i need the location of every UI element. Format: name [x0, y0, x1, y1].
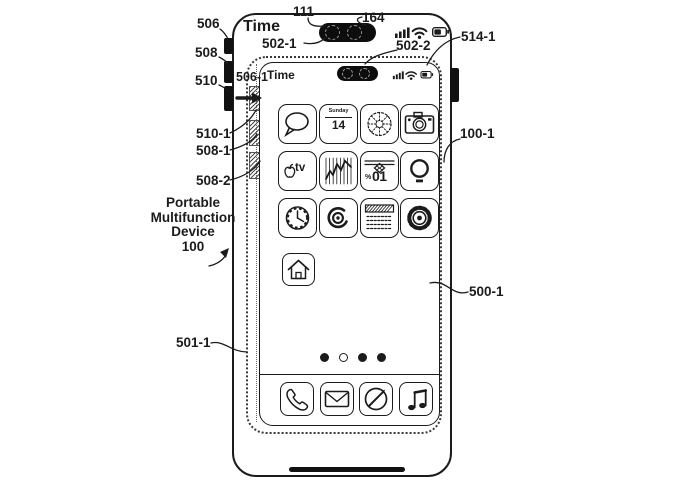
signal-bars-icon — [395, 27, 410, 38]
apple-logo-icon — [284, 163, 296, 178]
page-dot — [358, 353, 367, 362]
camera-lens-icon — [358, 67, 370, 79]
outer-camera-pill — [319, 23, 376, 42]
calendar-app-icon: Sunday 14 — [319, 104, 358, 144]
calendar-date-label: 14 — [331, 118, 346, 132]
activity-app-icon — [319, 198, 358, 238]
wifi-icon — [411, 27, 428, 39]
page-dot-active — [339, 353, 348, 362]
ref-label-500-1: 500-1 — [469, 284, 504, 299]
inner-status-icons — [392, 70, 434, 80]
ref-label-164: 164 — [362, 10, 385, 25]
notes-app-icon — [360, 198, 399, 238]
dock — [260, 374, 439, 426]
battery-icon — [420, 70, 434, 79]
camera-app-icon — [400, 104, 439, 144]
caption-line: Multifunction — [150, 209, 236, 225]
clock-icon — [285, 206, 310, 230]
counter-app-icon: % 01 — [360, 151, 399, 191]
compass-icon — [364, 387, 388, 411]
ref-label-100-1: 100-1 — [460, 126, 495, 141]
page-dot — [320, 353, 329, 362]
side-button-right — [450, 68, 459, 102]
signal-bars-icon — [392, 71, 404, 80]
ref-label-508-2: 508-2 — [196, 173, 231, 188]
stock-chart-icon — [325, 157, 352, 185]
ref-label-508-1: 508-1 — [196, 143, 231, 158]
caption-line: Portable — [165, 195, 220, 210]
settings-app-icon — [400, 198, 439, 238]
caption-arrow — [208, 252, 228, 267]
outer-status-time: Time — [243, 18, 281, 35]
ring-app-icon — [400, 151, 439, 191]
ref-label-111: 111 — [293, 4, 315, 19]
caption-line: 100 — [181, 238, 205, 254]
ref-label-502-2: 502-2 — [396, 38, 431, 53]
inner-status-time: Time — [267, 68, 295, 82]
ref-label-510-1: 510-1 — [196, 126, 231, 141]
apple-tv-label: tv — [295, 162, 306, 174]
envelope-icon — [324, 390, 350, 408]
stocks-app-icon — [319, 151, 358, 191]
ref-label-510: 510 — [195, 73, 218, 88]
ring-icon — [410, 159, 429, 183]
phone-handset-icon — [286, 388, 309, 411]
ref-label-506: 506 — [197, 16, 220, 31]
inner-device-outline — [246, 56, 442, 434]
calendar-day-label: Sunday — [328, 108, 349, 114]
clock-app-icon — [278, 198, 317, 238]
outer-status-icons — [395, 26, 449, 39]
camera-lens-icon — [341, 67, 353, 79]
ref-label-502-1: 502-1 — [262, 36, 297, 51]
house-icon — [287, 259, 310, 280]
wifi-icon — [405, 71, 418, 80]
flower-icon — [367, 111, 392, 137]
speech-bubble-icon — [284, 112, 309, 138]
outer-home-indicator — [289, 467, 405, 472]
counter-prefix-label: % — [365, 174, 372, 181]
ref-label-514-1: 514-1 — [461, 29, 496, 44]
inner-camera-pill — [337, 66, 378, 81]
music-note-icon — [408, 389, 427, 411]
browser-app-icon — [359, 382, 393, 416]
mail-app-icon — [320, 382, 354, 416]
gear-icon — [407, 205, 432, 231]
ref-label-501-1: 501-1 — [176, 335, 211, 350]
gem-hopper-icon — [364, 160, 395, 174]
battery-icon — [432, 26, 449, 38]
page-dot — [377, 353, 386, 362]
page-dots — [320, 353, 390, 362]
camera-lens-icon — [347, 24, 362, 40]
camera-icon — [404, 111, 435, 134]
inner-device-screen: Time — [259, 62, 440, 426]
calendar-divider — [325, 117, 352, 118]
phone-app-icon — [280, 382, 314, 416]
messages-app-icon — [278, 104, 317, 144]
ref-label-506-1: 506-1 — [236, 70, 268, 84]
caption-line: Device — [171, 224, 215, 239]
activity-rings-icon — [327, 207, 348, 229]
music-app-icon — [399, 382, 433, 416]
side-button-510 — [224, 86, 233, 111]
photos-app-icon — [360, 104, 399, 144]
device-caption: Portable Multifunction Device 100 — [126, 195, 260, 254]
ref-label-508: 508 — [195, 45, 218, 60]
inner-device-side-edge — [256, 64, 257, 422]
home-app-icon — [282, 253, 315, 286]
counter-digits-label: 01 — [372, 168, 387, 184]
side-button-506 — [224, 38, 233, 54]
camera-lens-icon — [325, 24, 340, 40]
apple-tv-app-icon: tv — [278, 151, 317, 191]
side-button-508 — [224, 61, 233, 83]
notes-icon — [364, 204, 395, 230]
